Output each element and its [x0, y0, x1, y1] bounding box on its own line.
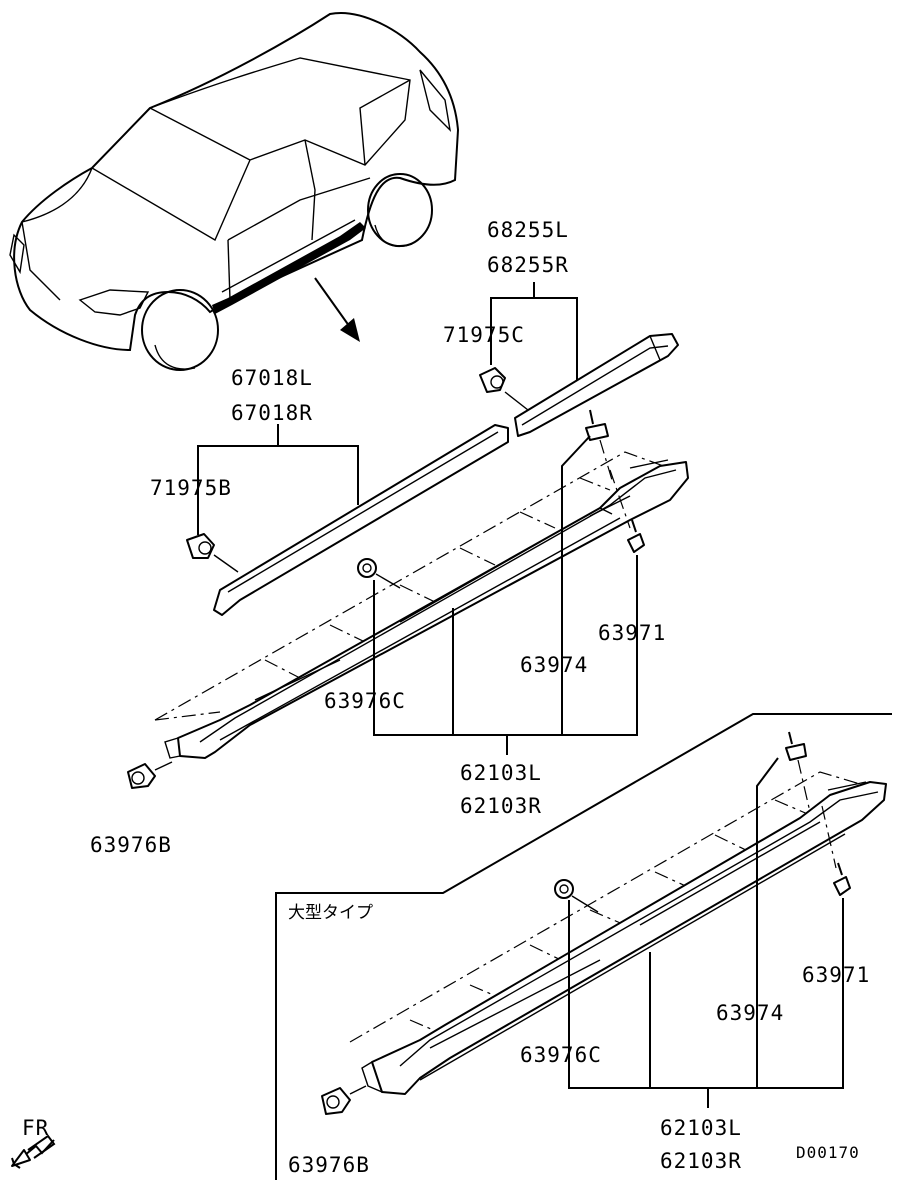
variant-clip-63976c-icon — [554, 879, 574, 899]
label-71975c: 71975C — [443, 323, 525, 347]
door-moulding — [213, 424, 509, 616]
variant-label-63974: 63974 — [716, 1001, 784, 1025]
clip-71975c-icon — [479, 367, 506, 393]
variant-frame — [275, 713, 892, 1180]
label-63976b: 63976B — [90, 833, 172, 857]
label-63971: 63971 — [598, 621, 666, 645]
label-63974: 63974 — [520, 653, 588, 677]
label-62103r: 62103R — [460, 794, 542, 818]
clip-63976c-icon — [357, 558, 377, 578]
variant-label-63971: 63971 — [802, 963, 870, 987]
front-arrow-icon — [11, 1134, 56, 1169]
sill-garnish-group — [127, 409, 689, 789]
sill-garnish — [177, 461, 689, 759]
diagram-code: D00170 — [796, 1143, 860, 1162]
label-67018r: 67018R — [231, 401, 313, 425]
front-indicator-label: FR — [22, 1116, 49, 1140]
label-62103l: 62103L — [460, 761, 542, 785]
upper-moulding-group — [479, 282, 679, 437]
screw-63971-icon — [627, 519, 645, 553]
upper-moulding — [514, 333, 679, 437]
variant-screw-63971-icon — [833, 862, 851, 896]
label-68255r: 68255R — [487, 253, 569, 277]
variant-label-62103l: 62103L — [660, 1116, 742, 1140]
variant-label-63976c: 63976C — [520, 1043, 602, 1067]
variant-title: 大型タイプ — [288, 903, 373, 923]
clip-63976b-icon — [127, 763, 156, 789]
variant-label-62103r: 62103R — [660, 1149, 742, 1173]
clip-71975b-icon — [186, 533, 215, 559]
label-71975b: 71975B — [150, 476, 232, 500]
label-68255l: 68255L — [487, 218, 569, 242]
label-67018l: 67018L — [231, 366, 313, 390]
variant-sill-garnish-group — [321, 731, 887, 1115]
door-moulding-group — [186, 424, 509, 616]
variant-label-63976b: 63976B — [288, 1153, 370, 1177]
label-63976c: 63976C — [324, 689, 406, 713]
variant-clip-63976b-icon — [321, 1087, 351, 1115]
variant-clip-63974-icon — [785, 731, 807, 761]
vehicle-illustration — [9, 12, 460, 371]
